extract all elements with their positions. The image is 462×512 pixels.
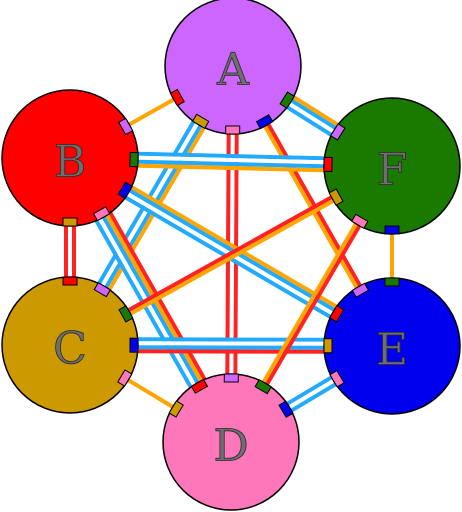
port-marker (62, 276, 78, 286)
port-marker (384, 277, 400, 287)
edge-stripe (133, 345, 329, 350)
node-C: C (1, 276, 139, 414)
edge-stripe (133, 341, 329, 346)
edge-B-C (64, 222, 76, 281)
port-marker (323, 338, 333, 354)
node-label: A (216, 45, 250, 96)
port-marker (223, 373, 239, 383)
node-E: E (323, 277, 461, 415)
edge-stripe (133, 159, 329, 169)
edge-stripe (124, 193, 337, 314)
edge-D-E (282, 373, 341, 415)
port-marker (129, 151, 139, 168)
edge-stripe (289, 93, 343, 129)
port-marker (169, 88, 185, 107)
port-marker (62, 217, 78, 227)
port-marker (351, 213, 369, 229)
edge-stripe (125, 197, 338, 318)
edge-stripe (127, 183, 341, 311)
port-marker (328, 188, 344, 206)
port-marker (190, 378, 209, 394)
port-marker (117, 181, 133, 200)
node-label: C (53, 324, 87, 375)
edge-C-D (123, 376, 178, 411)
edge-stripe (123, 376, 178, 411)
edge-A-F (282, 93, 343, 139)
port-marker (118, 117, 134, 136)
port-marker (92, 206, 111, 222)
edge-D-F (259, 219, 364, 389)
node-D: D (162, 373, 300, 511)
node-label: B (54, 137, 86, 188)
port-marker (351, 282, 370, 298)
edge-A-B (124, 95, 179, 129)
edge-stripe (133, 349, 329, 354)
port-marker (255, 114, 274, 130)
port-marker (129, 337, 139, 353)
edge-stripe (133, 337, 329, 342)
edge-stripe (282, 103, 336, 139)
node-B: B (1, 89, 139, 227)
edge-B-F (133, 151, 329, 173)
edge-stripe (286, 380, 341, 415)
port-marker (118, 305, 134, 323)
port-marker (329, 304, 345, 323)
port-marker (117, 369, 133, 387)
edge-stripe (282, 373, 337, 408)
port-marker (93, 282, 112, 298)
edge-C-F (124, 193, 338, 318)
port-marker (323, 156, 333, 173)
edge-stripe (133, 155, 329, 165)
edge-stripe (263, 221, 364, 389)
edge-C-E (133, 337, 329, 354)
edge-stripe (125, 186, 339, 314)
node-A: A (164, 0, 302, 135)
node-F: F (323, 97, 461, 235)
edge-stripe (133, 163, 328, 173)
edge-stripe (287, 96, 340, 132)
edge-stripe (124, 95, 179, 129)
port-marker (225, 125, 241, 135)
port-marker (278, 400, 294, 418)
node-label: D (213, 421, 248, 472)
port-marker (329, 123, 346, 141)
edge-stripe (259, 219, 360, 387)
port-marker (279, 91, 296, 109)
edge-stripe (285, 100, 338, 136)
port-marker (191, 113, 210, 129)
port-marker (254, 379, 272, 395)
node-label: F (377, 145, 408, 196)
node-label: E (376, 325, 408, 376)
port-marker (329, 370, 345, 388)
edges-layer (64, 93, 394, 415)
edge-stripe (284, 377, 339, 411)
port-marker (384, 225, 400, 235)
edge-stripe (134, 151, 329, 161)
port-marker (168, 400, 184, 418)
